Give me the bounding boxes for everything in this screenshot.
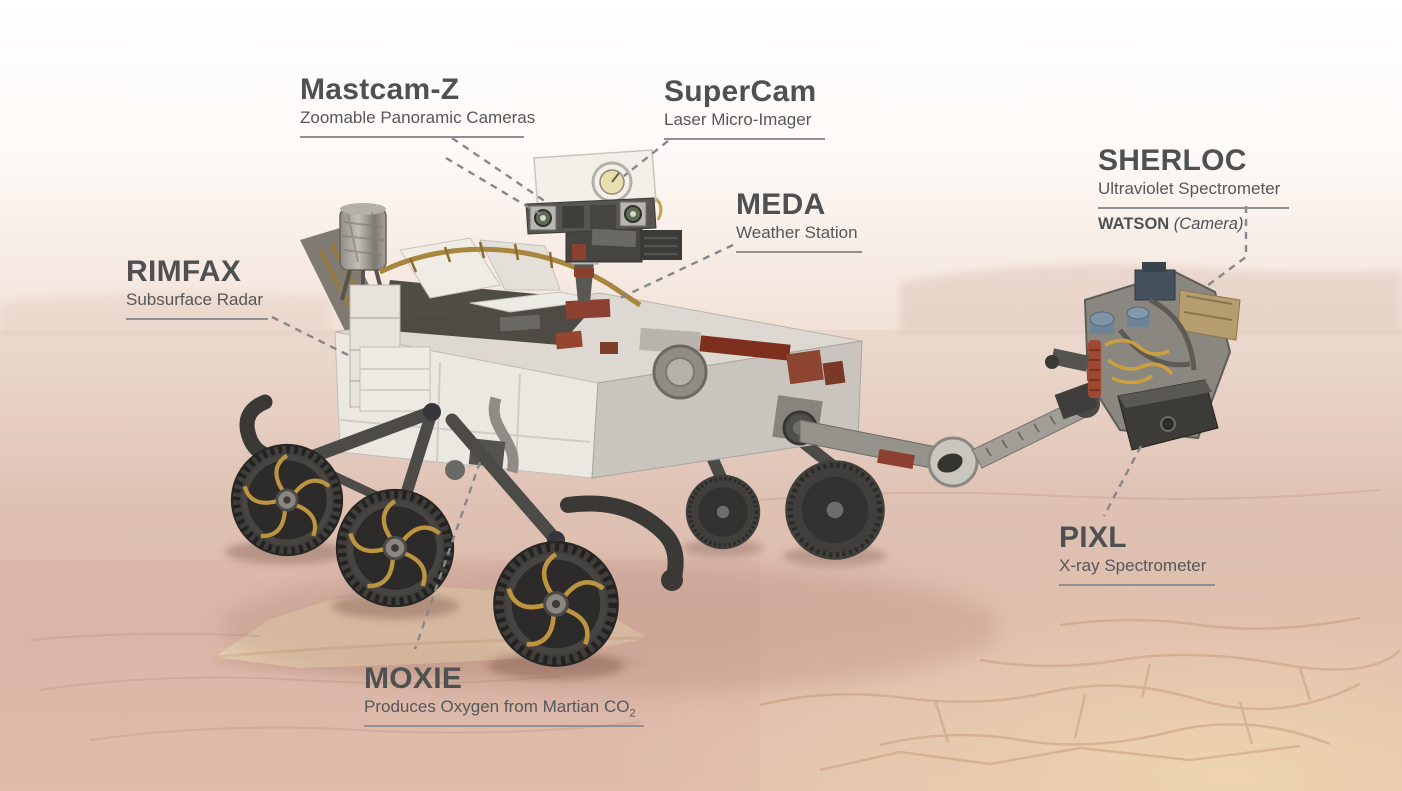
- instrument-description: Laser Micro-Imager: [664, 109, 825, 140]
- robotic-arm: [772, 382, 1100, 488]
- instrument-name: MOXIE: [364, 662, 463, 695]
- instrument-description: Produces Oxygen from Martian CO2: [364, 696, 644, 727]
- leader-mastcam-z-1: [451, 137, 550, 205]
- rimfax-housing: [349, 284, 431, 412]
- instrument-description: Zoomable Panoramic Cameras: [300, 107, 535, 138]
- leader-lines: [271, 137, 1248, 650]
- moxie-description-text: Produces Oxygen from Martian CO: [364, 697, 630, 716]
- rover-mast: [525, 149, 682, 320]
- instrument-description: Weather Station: [736, 222, 862, 253]
- instrument-description: X-ray Spectrometer: [1059, 555, 1215, 586]
- rover-body: [334, 237, 863, 480]
- turret-cables: [1104, 338, 1174, 385]
- leader-moxie: [413, 461, 482, 650]
- instrument-name: MEDA: [736, 188, 826, 221]
- co2-subscript: 2: [629, 707, 636, 720]
- label-pixl: PIXL X-ray Spectrometer: [1059, 521, 1215, 586]
- instrument-name: RIMFAX: [126, 255, 242, 288]
- leader-pixl: [1102, 445, 1143, 517]
- label-sherloc: SHERLOC Ultraviolet Spectrometer WATSON …: [1098, 144, 1289, 234]
- watson-type: (Camera): [1173, 215, 1244, 233]
- label-mastcam-z: Mastcam-Z Zoomable Panoramic Cameras: [300, 73, 535, 138]
- label-meda: MEDA Weather Station: [736, 188, 862, 253]
- label-supercam: SuperCam Laser Micro-Imager: [664, 75, 825, 140]
- label-rimfax: RIMFAX Subsurface Radar: [126, 255, 268, 320]
- watson-name: WATSON: [1098, 215, 1170, 233]
- leader-supercam: [623, 140, 669, 177]
- instrument-name: SuperCam: [664, 75, 817, 108]
- leader-mastcam-z-2: [445, 156, 541, 216]
- instrument-subnote: WATSON (Camera): [1098, 215, 1289, 234]
- instrument-description: Subsurface Radar: [126, 289, 268, 320]
- instrument-name: Mastcam-Z: [300, 73, 460, 106]
- leader-sherloc: [1191, 206, 1248, 298]
- instrument-description: Ultraviolet Spectrometer: [1098, 178, 1289, 209]
- leader-rimfax: [271, 315, 349, 357]
- leader-meda: [619, 243, 734, 300]
- cracked-ground-texture: [759, 616, 1401, 772]
- label-moxie: MOXIE Produces Oxygen from Martian CO2: [364, 662, 644, 727]
- arm-turret: [1045, 262, 1241, 451]
- instrument-name: PIXL: [1059, 521, 1127, 554]
- rover: [220, 149, 1241, 694]
- instrument-name: SHERLOC: [1098, 144, 1247, 177]
